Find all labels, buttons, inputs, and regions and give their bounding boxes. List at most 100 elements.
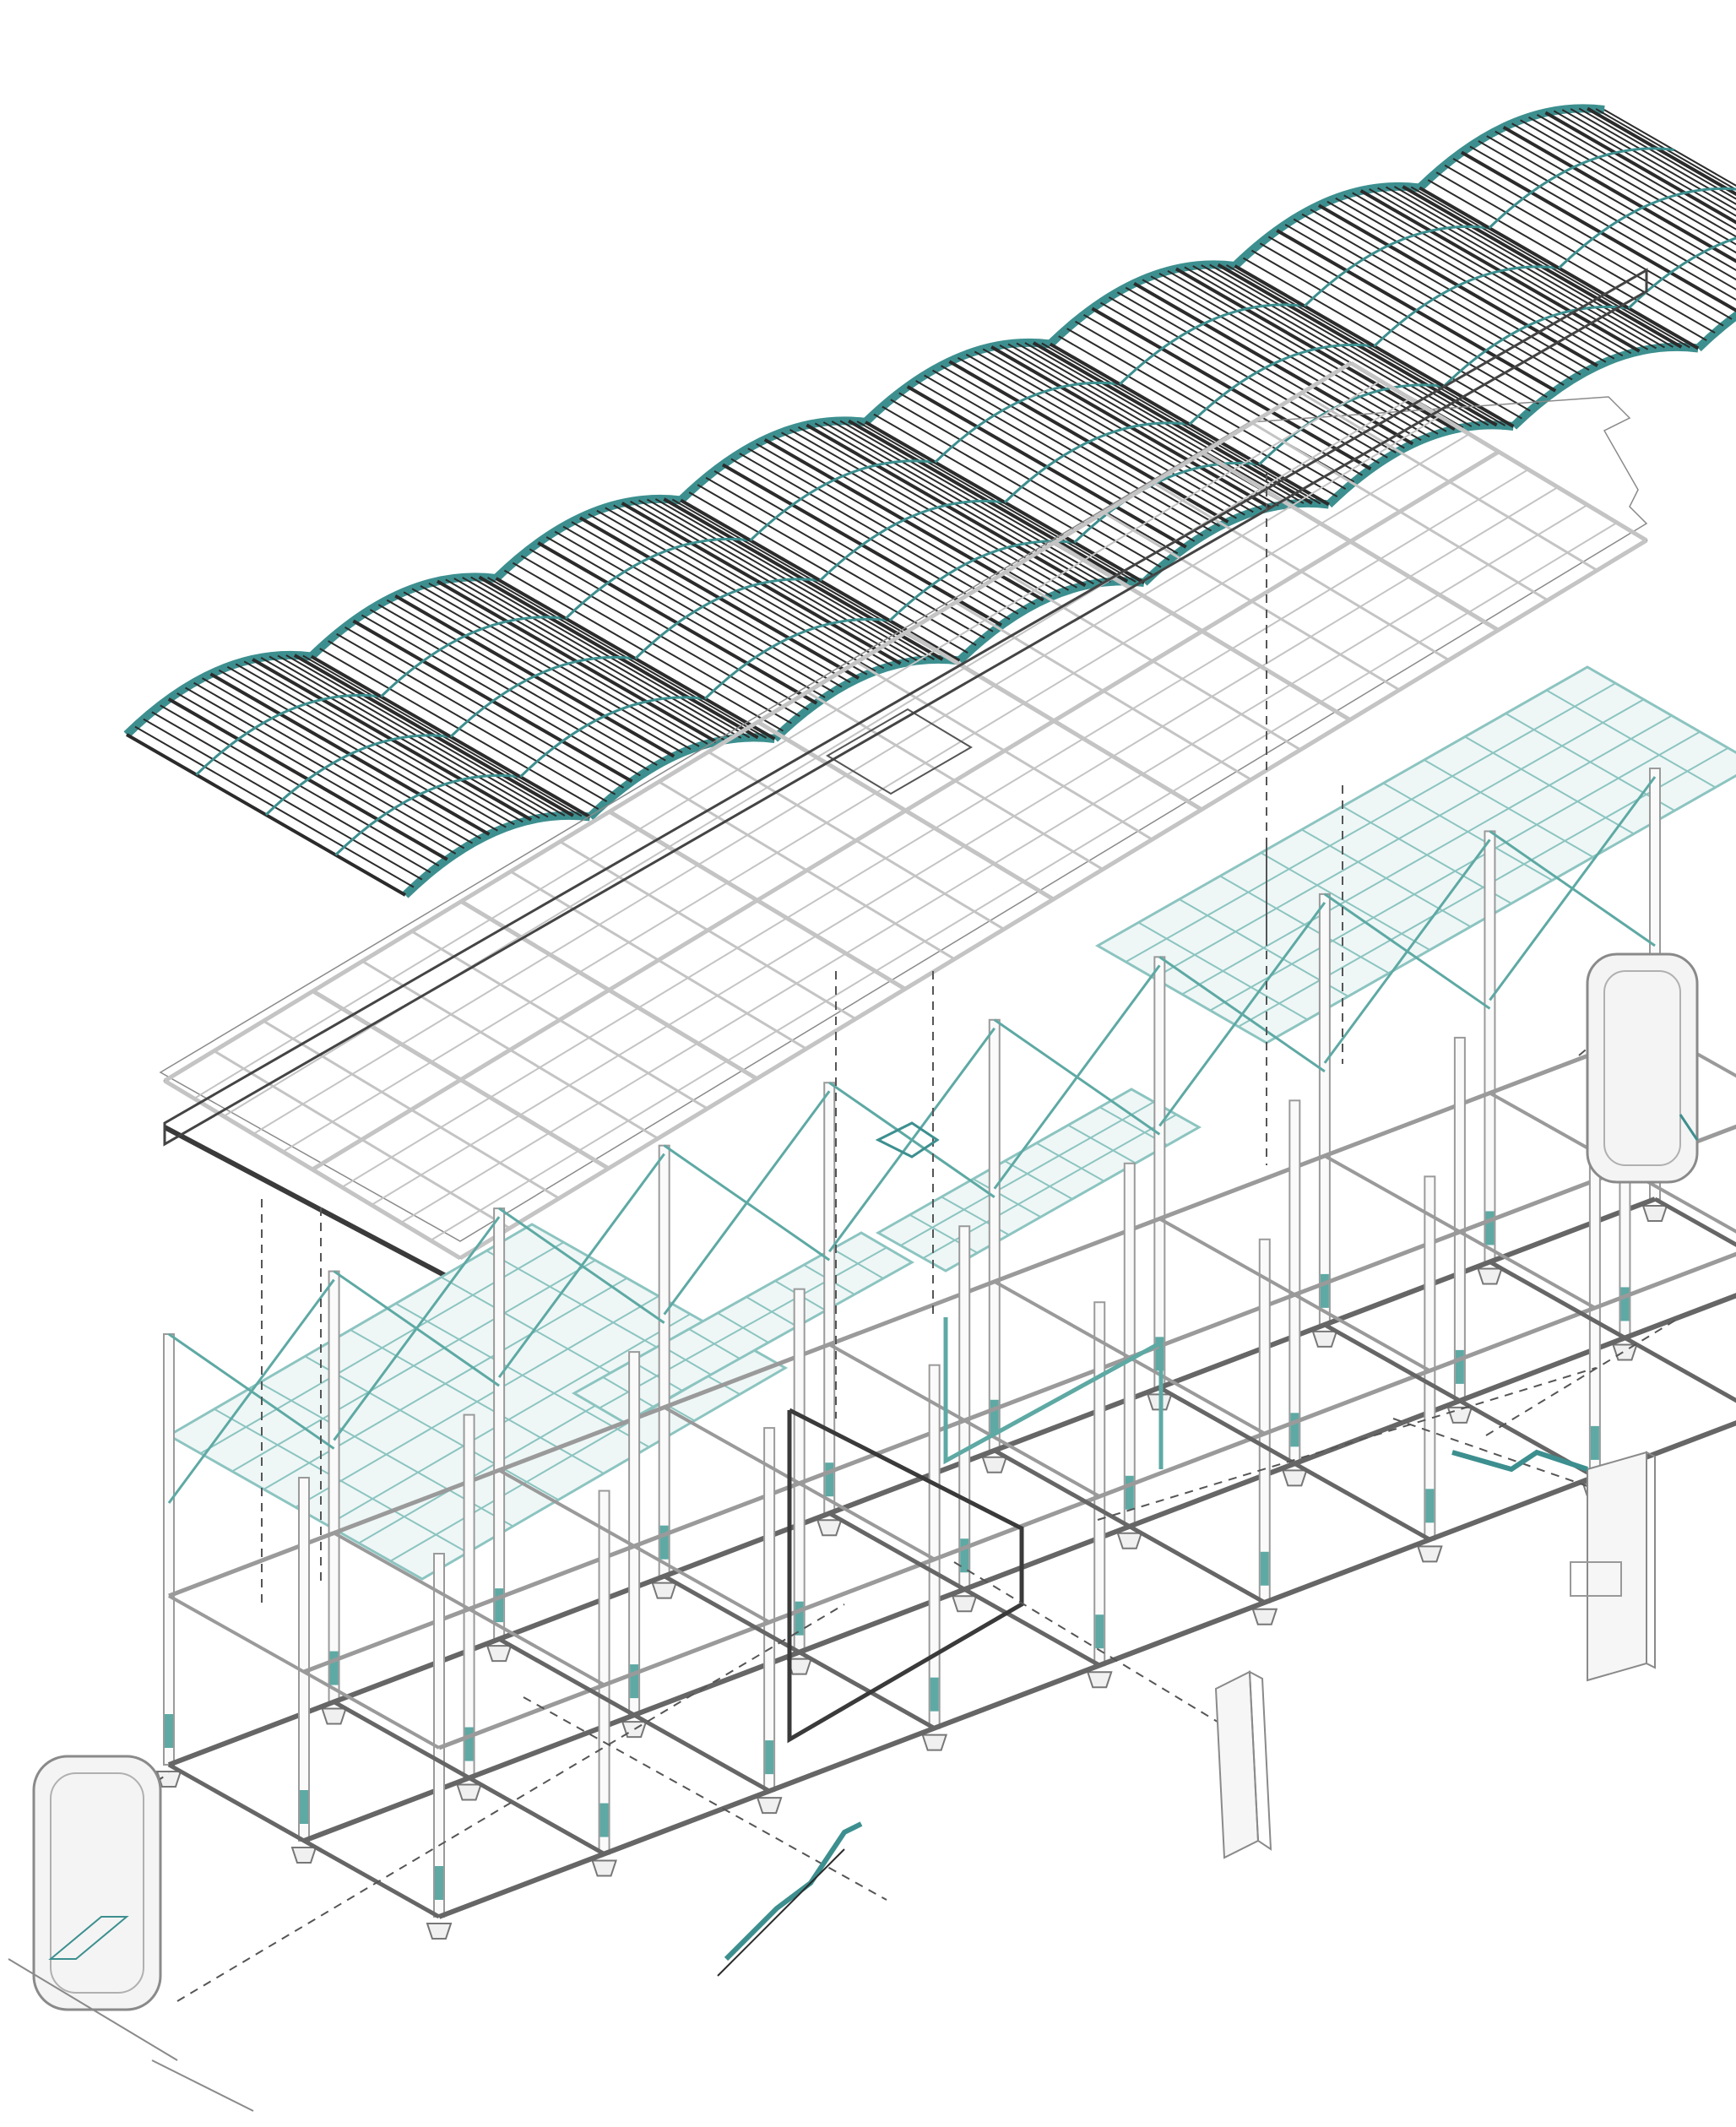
column-base-plate — [930, 1677, 939, 1712]
cross-beam-upper — [1323, 1154, 1596, 1310]
cross-beam — [1323, 1322, 1597, 1479]
column-base-plate — [1590, 1425, 1599, 1460]
mezzanine-walkway — [875, 1088, 1202, 1272]
roof-purlin — [934, 381, 1120, 464]
cross-beam-upper — [1158, 1217, 1431, 1373]
column-base-plate — [990, 1399, 999, 1434]
floor-beam — [430, 522, 1618, 1241]
column-footing — [1446, 1406, 1473, 1424]
frame-column — [988, 1018, 1001, 1451]
column-footing — [921, 1734, 948, 1751]
roof-purlin — [1303, 225, 1489, 307]
floor-beam — [193, 380, 1381, 1099]
roof-purlin — [334, 773, 521, 856]
frame-column — [598, 1489, 610, 1855]
roof-vault-back-arc — [493, 494, 681, 582]
frame-column — [463, 1413, 475, 1779]
column-base-plate — [1320, 1273, 1329, 1308]
roof-purlin — [749, 459, 936, 542]
roof-vault — [1047, 260, 1515, 508]
roof-purlin — [449, 655, 636, 738]
roof-vault-back-arc — [677, 416, 866, 504]
column-footing — [1281, 1469, 1308, 1487]
cross-beam — [1489, 1260, 1736, 1403]
column-footing — [1612, 1343, 1638, 1361]
column-base-plate — [960, 1538, 969, 1573]
frame-column — [1288, 1099, 1301, 1465]
cross-beam — [1653, 1196, 1736, 1247]
roof-purlin — [195, 693, 382, 776]
stair-core-center-icon — [1214, 1670, 1272, 1859]
ground-beam — [167, 1196, 1657, 1767]
frame-column — [163, 1333, 175, 1766]
frame-column — [1484, 830, 1496, 1263]
frame-column — [793, 1288, 806, 1653]
column-base-plate — [1125, 1475, 1134, 1510]
roof-vault-back-arc — [1232, 182, 1420, 269]
frame-column — [928, 1364, 941, 1729]
column-footing — [816, 1519, 843, 1537]
column-footing — [321, 1707, 347, 1725]
roof-purlin — [1073, 461, 1260, 544]
guide-line — [1097, 1367, 1597, 1521]
cross-beam — [663, 1574, 936, 1730]
roof-purlin — [703, 617, 890, 700]
frame-column — [1453, 1036, 1466, 1402]
guide-line — [176, 1603, 845, 2002]
frame-column — [763, 1427, 776, 1793]
column-base-plate — [825, 1462, 834, 1497]
frame-column — [823, 1082, 836, 1515]
roof-purlin — [1003, 421, 1190, 504]
mezzanine-deck-left-strip — [295, 1295, 659, 1508]
column-base-plate — [765, 1740, 774, 1775]
roof-purlin — [634, 578, 821, 660]
roof-purlin — [888, 540, 1075, 622]
column-footing — [1116, 1532, 1143, 1549]
column-footing — [486, 1645, 513, 1663]
mezzanine-deck-right-strip — [1125, 682, 1616, 963]
cross-beam-upper — [663, 1405, 936, 1561]
column-base-plate — [1485, 1211, 1495, 1245]
frame-column — [1318, 893, 1331, 1326]
ground-beam — [437, 1420, 1736, 1919]
roof-purlin — [1258, 383, 1445, 466]
cross-beam — [1158, 1386, 1431, 1542]
frame-column — [433, 1553, 445, 1918]
column-base-plate — [1095, 1614, 1104, 1649]
column-base-plate — [300, 1790, 308, 1824]
mid-beam — [438, 1251, 1736, 1750]
column-footing — [951, 1595, 978, 1613]
column-base-plate — [1620, 1287, 1630, 1321]
column-base-plate — [1260, 1551, 1269, 1586]
mezzanine-walkway-rib — [1004, 1160, 1073, 1200]
column-footing — [290, 1847, 317, 1864]
column-footing — [1641, 1205, 1668, 1222]
frame-column — [658, 1144, 670, 1577]
roof-vault-front-arc — [1695, 310, 1736, 352]
upper-floor-plate-layer — [159, 268, 1648, 1286]
floor-edge-dark — [163, 1125, 462, 1286]
column-base-plate — [630, 1664, 639, 1699]
column-base-plate — [1425, 1489, 1435, 1523]
floor-beam — [252, 415, 1440, 1135]
roof-vault-front-arc — [1511, 342, 1699, 430]
guide-line — [1392, 1418, 1588, 1487]
floor-beam — [400, 504, 1588, 1224]
column-base-plate — [165, 1714, 173, 1748]
cross-bracing — [498, 1207, 665, 1324]
roof-vault-back-arc — [1047, 260, 1236, 348]
cross-bracing — [828, 1081, 995, 1199]
cross-bracing — [1158, 956, 1326, 1073]
roof-vault — [493, 494, 960, 742]
roof-purlin — [1188, 343, 1375, 426]
cross-beam — [827, 1511, 1101, 1668]
frame-column — [1424, 1175, 1436, 1541]
roof-purlin — [380, 616, 567, 698]
roof-vault-back-arc — [1416, 104, 1605, 192]
frame-column — [628, 1351, 641, 1717]
cross-beam-upper — [1654, 1028, 1736, 1078]
roof-purlin — [1488, 147, 1674, 230]
roof-vault-back-arc — [123, 650, 312, 738]
mezzanine-deck-right-strip — [1181, 714, 1673, 996]
stair-core-right-top-icon — [1586, 952, 1699, 1184]
